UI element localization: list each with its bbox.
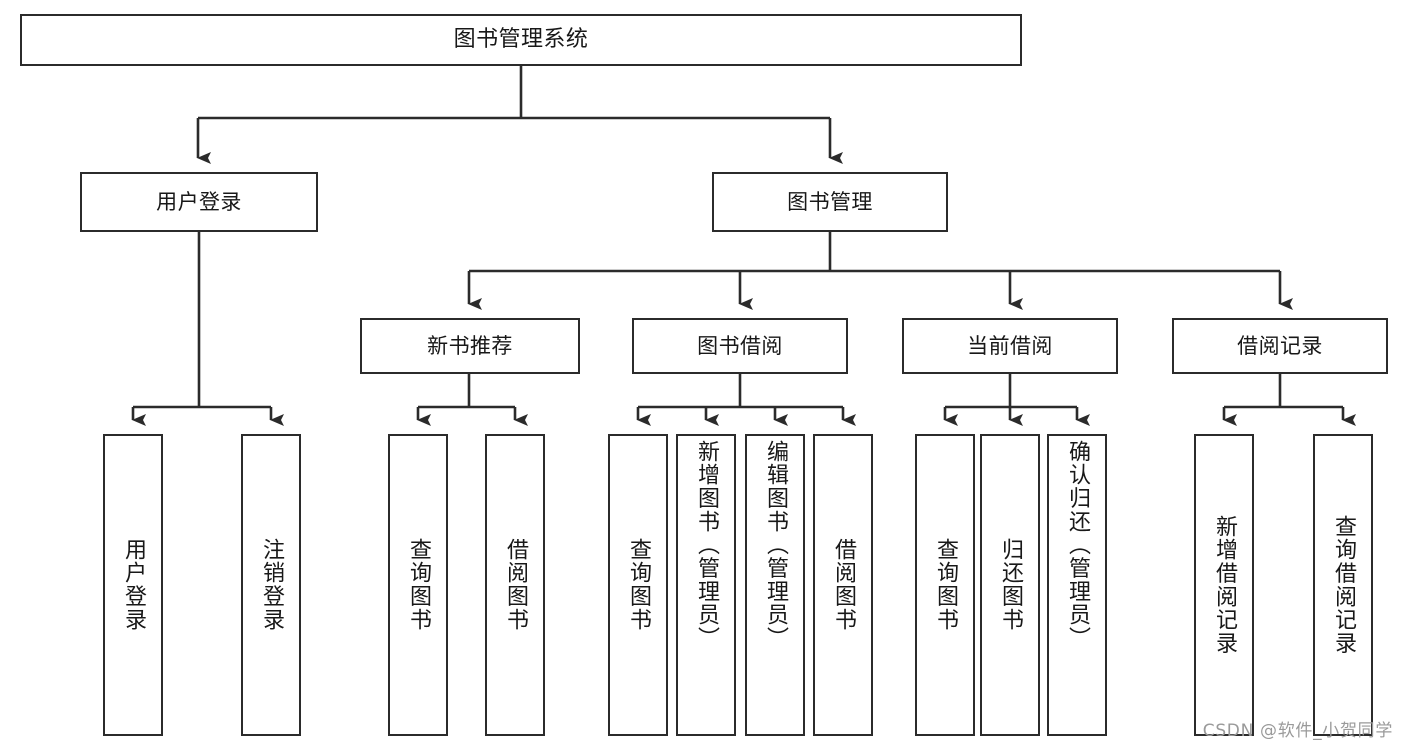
node-label: 借阅图书 (502, 538, 528, 632)
node-label: 确认归还（管理员） (1064, 440, 1090, 650)
node-book-management[interactable]: 图书管理 (712, 172, 948, 232)
leaf-text-wrap: 查询图书 (610, 436, 666, 734)
leaf-text-wrap: 归还图书 (982, 436, 1038, 734)
node-user-login[interactable]: 用户登录 (80, 172, 318, 232)
leaf-query-books-current[interactable]: 查询图书 (915, 434, 975, 736)
node-new-book-recommendation[interactable]: 新书推荐 (360, 318, 580, 374)
leaf-query-books-recommendation[interactable]: 查询图书 (388, 434, 448, 736)
leaf-add-borrow-record[interactable]: 新增借阅记录 (1194, 434, 1254, 736)
node-label: 归还图书 (997, 538, 1023, 632)
node-borrow-records[interactable]: 借阅记录 (1172, 318, 1388, 374)
leaf-text-wrap: 查询借阅记录 (1315, 436, 1371, 734)
leaf-text-wrap: 新增图书（管理员） (678, 436, 734, 738)
leaf-user-login[interactable]: 用户登录 (103, 434, 163, 736)
node-label: 图书管理系统 (453, 27, 589, 53)
leaf-borrow-books-borrowing[interactable]: 借阅图书 (813, 434, 873, 736)
node-label: 新书推荐 (427, 333, 513, 358)
leaf-text-wrap: 借阅图书 (487, 436, 543, 734)
leaf-logout[interactable]: 注销登录 (241, 434, 301, 736)
leaf-text-wrap: 用户登录 (105, 436, 161, 734)
node-label: 用户登录 (156, 189, 242, 214)
node-label: 新增借阅记录 (1211, 515, 1237, 655)
node-label: 查询图书 (405, 538, 431, 632)
node-label: 注销登录 (258, 538, 284, 632)
leaf-edit-book-admin[interactable]: 编辑图书（管理员） (745, 434, 805, 736)
node-label: 编辑图书（管理员） (762, 440, 788, 650)
node-label: 用户登录 (120, 538, 146, 632)
node-current-borrowing[interactable]: 当前借阅 (902, 318, 1118, 374)
leaf-borrow-books-recommendation[interactable]: 借阅图书 (485, 434, 545, 736)
leaf-confirm-return-admin[interactable]: 确认归还（管理员） (1047, 434, 1107, 736)
leaf-text-wrap: 注销登录 (243, 436, 299, 734)
node-label: 查询借阅记录 (1330, 515, 1356, 655)
node-label: 借阅记录 (1237, 333, 1323, 358)
node-label: 图书管理 (787, 189, 873, 214)
leaf-query-books-borrowing[interactable]: 查询图书 (608, 434, 668, 736)
node-label: 借阅图书 (830, 538, 856, 632)
node-label: 当前借阅 (967, 333, 1053, 358)
leaf-text-wrap: 借阅图书 (815, 436, 871, 734)
node-label: 查询图书 (932, 538, 958, 632)
leaf-text-wrap: 查询图书 (390, 436, 446, 734)
node-label: 新增图书（管理员） (693, 440, 719, 650)
leaf-add-book-admin[interactable]: 新增图书（管理员） (676, 434, 736, 736)
leaf-text-wrap: 确认归还（管理员） (1049, 436, 1105, 738)
node-label: 图书借阅 (697, 333, 783, 358)
leaf-query-borrow-record[interactable]: 查询借阅记录 (1313, 434, 1373, 736)
leaf-return-books[interactable]: 归还图书 (980, 434, 1040, 736)
leaf-text-wrap: 编辑图书（管理员） (747, 436, 803, 738)
csdn-watermark: CSDN @软件_小贺同学 (1202, 721, 1393, 741)
node-label: 查询图书 (625, 538, 651, 632)
node-book-borrowing[interactable]: 图书借阅 (632, 318, 848, 374)
node-root-system[interactable]: 图书管理系统 (20, 14, 1022, 66)
leaf-text-wrap: 新增借阅记录 (1196, 436, 1252, 734)
leaf-text-wrap: 查询图书 (917, 436, 973, 734)
